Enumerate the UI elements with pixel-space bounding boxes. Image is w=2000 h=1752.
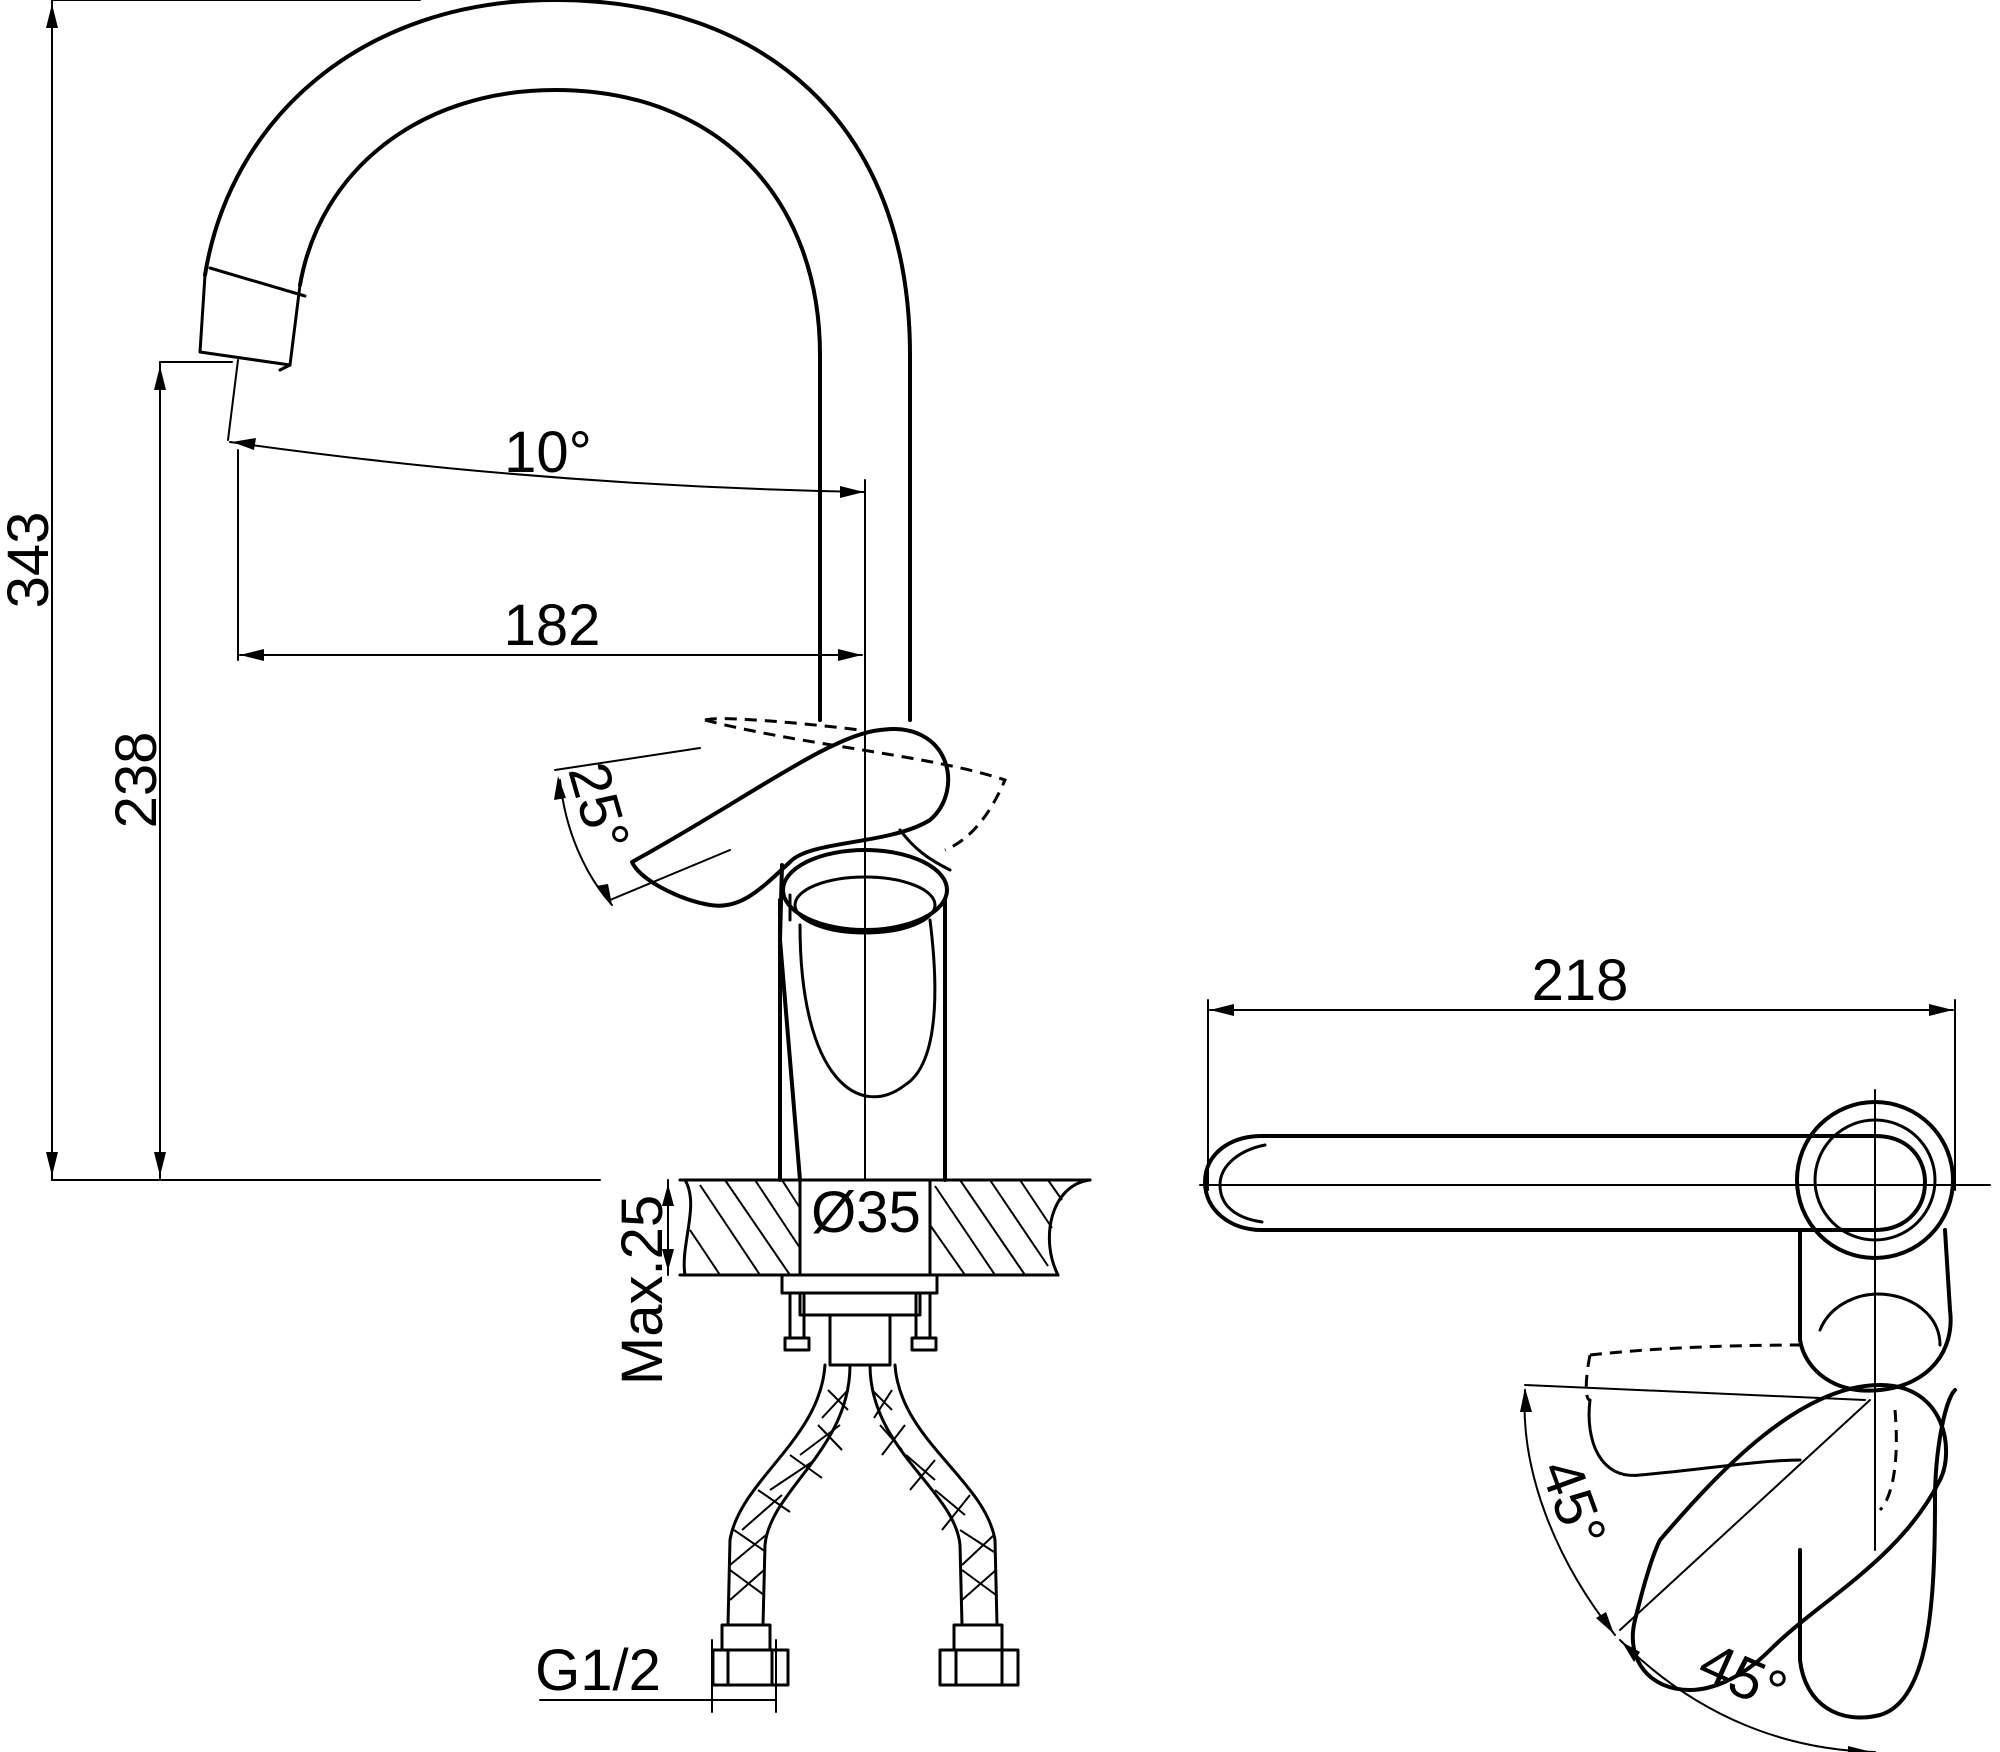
label-diameter-35: Ø35 (811, 1180, 921, 1245)
height-343-dimension: 343 (0, 0, 601, 1181)
mounting-hardware (780, 1273, 939, 1367)
countertop-section: Ø35 (678, 1178, 1092, 1277)
label-238: 238 (104, 732, 169, 829)
label-343: 343 (0, 512, 61, 609)
label-45-degrees-left: 45° (1528, 1451, 1619, 1556)
label-g1-2: G1/2 (535, 1638, 661, 1703)
max-thickness-dimension: Max.25 (610, 1179, 675, 1385)
rotation-45-right-dimension: 45° (1619, 1630, 1876, 1752)
spout-angle-dimension: 10° (227, 359, 866, 498)
lever-top (1584, 1228, 1957, 1720)
supply-hoses (711, 1363, 1020, 1687)
spout-top (1199, 1089, 1991, 1551)
faucet-body (778, 848, 949, 1182)
hatching (689, 1179, 1063, 1276)
label-10-degrees: 10° (504, 420, 592, 485)
label-182: 182 (504, 593, 601, 658)
label-218: 218 (1532, 948, 1629, 1013)
side-view: 343 238 10° (0, 0, 1092, 1713)
height-238-dimension: 238 (104, 361, 233, 1181)
hose-braid-pattern (729, 1389, 997, 1601)
label-max-25: Max.25 (610, 1195, 675, 1385)
thread-dimension: G1/2 (535, 1638, 777, 1713)
label-45-degrees-right: 45° (1690, 1630, 1797, 1725)
spout (198, 0, 912, 722)
spout-reach-dimension: 182 (237, 449, 866, 1181)
top-view: 218 45° (1199, 948, 1991, 1752)
lever-handle (630, 717, 1008, 908)
rotation-45-left-dimension: 45° (1520, 1384, 1871, 1636)
lever-tilt-dimension: 25° (554, 747, 731, 906)
width-218-dimension: 218 (1207, 948, 1956, 1191)
label-25-degrees: 25° (555, 756, 642, 858)
